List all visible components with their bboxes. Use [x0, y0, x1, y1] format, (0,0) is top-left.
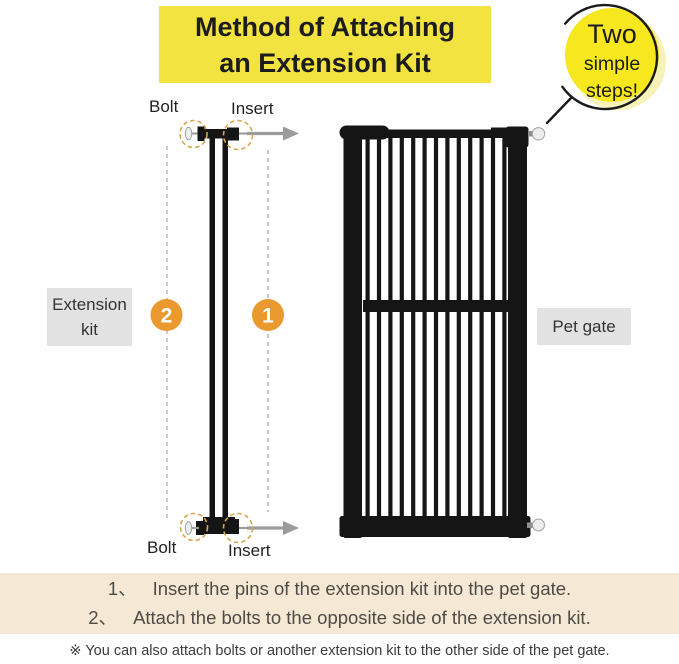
- gate-top-bar: [350, 129, 518, 138]
- title-line-1: Method of Attaching: [195, 11, 455, 42]
- insert-arrowhead-top: [283, 126, 299, 141]
- gate-left-post: [343, 131, 362, 538]
- step-1-number: 1: [262, 305, 274, 328]
- instruction-2-number: 2、: [88, 606, 118, 628]
- gate-latch-bracket: [505, 126, 529, 148]
- gate-bar: [376, 134, 382, 530]
- bolt-socket-bottom: [196, 521, 204, 535]
- bolt-head-bottom: [184, 521, 193, 535]
- extension-kit-diagram: 2 1: [150, 119, 299, 544]
- badge-text-line1: Two: [587, 19, 637, 49]
- badge-tail: [545, 96, 573, 125]
- extension-top-connector: [203, 129, 235, 139]
- badge-text-line3: steps!: [586, 80, 638, 102]
- gate-bar: [411, 134, 416, 530]
- instruction-1-number: 1、: [107, 578, 137, 600]
- bolt-head-top: [184, 126, 193, 141]
- insert-housing-bottom: [226, 519, 239, 534]
- gate-bar: [479, 134, 484, 530]
- gate-mid-crossbar: [363, 300, 510, 312]
- label-pet-gate: Pet gate: [537, 308, 631, 345]
- bolt-socket-top: [197, 126, 205, 141]
- two-steps-badge: Two simple steps!: [545, 3, 666, 125]
- gate-bar: [468, 134, 473, 530]
- gate-knob-stem-top: [528, 131, 535, 137]
- gate-right-post: [508, 129, 527, 538]
- insert-arrowhead-bottom: [283, 521, 299, 535]
- label-insert-top: Insert: [231, 99, 274, 118]
- gate-bar: [502, 134, 507, 530]
- instruction-1-text: Insert the pins of the extension kit int…: [152, 578, 572, 600]
- gate-left-cap: [339, 125, 390, 140]
- footnote: ※ You can also attach bolts or another e…: [69, 643, 610, 659]
- gate-bar: [433, 134, 439, 530]
- title-banner: Method of Attaching an Extension Kit: [159, 6, 491, 83]
- instruction-step-1: 1、 Insert the pins of the extension kit …: [107, 578, 572, 600]
- badge-text-line2: simple: [584, 53, 640, 75]
- gate-knob-stem-bottom: [527, 522, 535, 528]
- label-insert-bottom: Insert: [228, 541, 271, 560]
- badge-circle: [565, 8, 659, 102]
- extension-bar-left: [209, 133, 215, 525]
- gate-bar: [422, 134, 427, 530]
- gate-bar: [399, 134, 404, 530]
- gate-bar: [490, 134, 496, 530]
- gate-bar: [445, 134, 450, 530]
- gate-bottom-bar: [339, 516, 531, 537]
- instructions-band: 1、 Insert the pins of the extension kit …: [0, 573, 679, 634]
- insert-highlight-bottom: [222, 512, 254, 544]
- instruction-2-text: Attach the bolts to the opposite side of…: [133, 606, 591, 628]
- gate-knob-top: [531, 127, 546, 141]
- pet-gate-diagram: [339, 125, 546, 538]
- insert-housing-top: [227, 127, 239, 141]
- extension-bar-right: [222, 133, 228, 525]
- gate-bar: [365, 134, 370, 530]
- gate-knob-bottom: [532, 518, 545, 532]
- bolt-highlight-bottom: [179, 512, 209, 542]
- label-bolt-top: Bolt: [149, 97, 179, 116]
- gate-bar: [456, 134, 461, 530]
- bolt-highlight-top: [179, 119, 208, 149]
- step-2-circle: [150, 299, 183, 331]
- label-extension-kit: Extension kit: [47, 288, 132, 346]
- label-bolt-bottom: Bolt: [147, 538, 177, 557]
- step-1-circle: [252, 299, 284, 331]
- instruction-step-2: 2、 Attach the bolts to the opposite side…: [88, 606, 591, 628]
- title-line-2: an Extension Kit: [219, 47, 431, 78]
- gate-bar: [388, 134, 393, 530]
- insert-highlight-top: [222, 119, 254, 151]
- step-2-number: 2: [161, 305, 173, 328]
- badge-outline: [561, 3, 659, 111]
- gate-latch-bar: [491, 127, 510, 137]
